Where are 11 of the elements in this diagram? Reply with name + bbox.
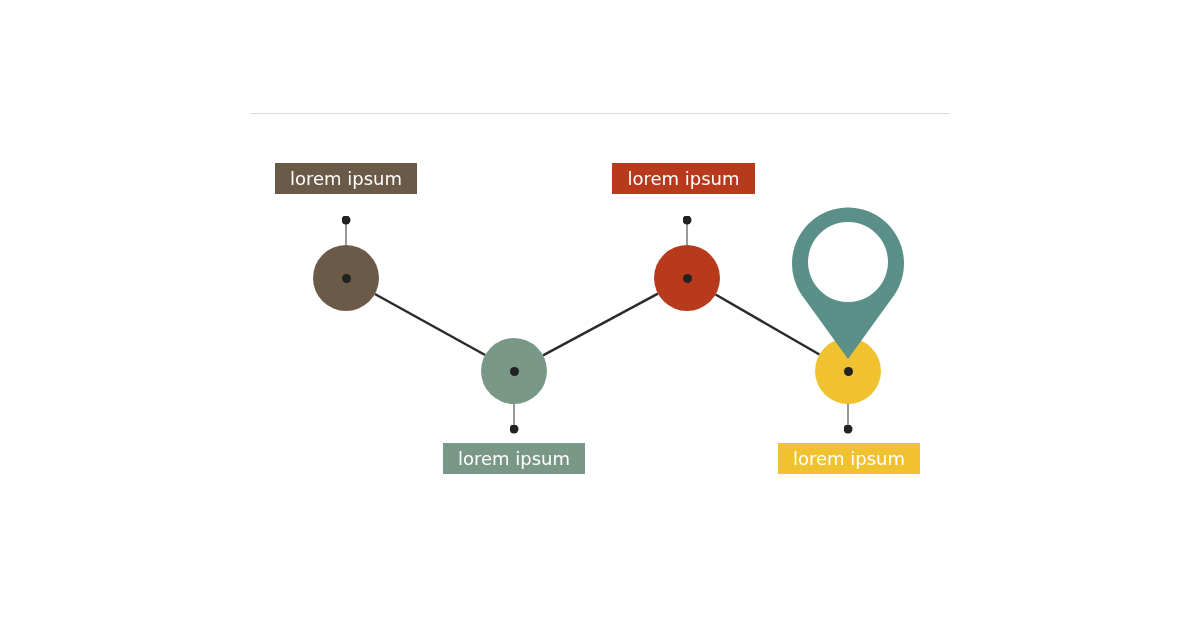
connector-line [542,292,659,357]
label-tag: lorem ipsum [443,443,585,474]
leader-line [509,403,519,434]
connector-line [714,293,821,356]
connector-line [374,292,486,357]
label-tag: lorem ipsum [778,443,920,474]
leader-line [341,215,351,246]
leader-line [682,215,692,246]
label-tag: lorem ipsum [612,163,755,194]
label-tag: lorem ipsum [275,163,417,194]
leader-line [843,403,853,434]
